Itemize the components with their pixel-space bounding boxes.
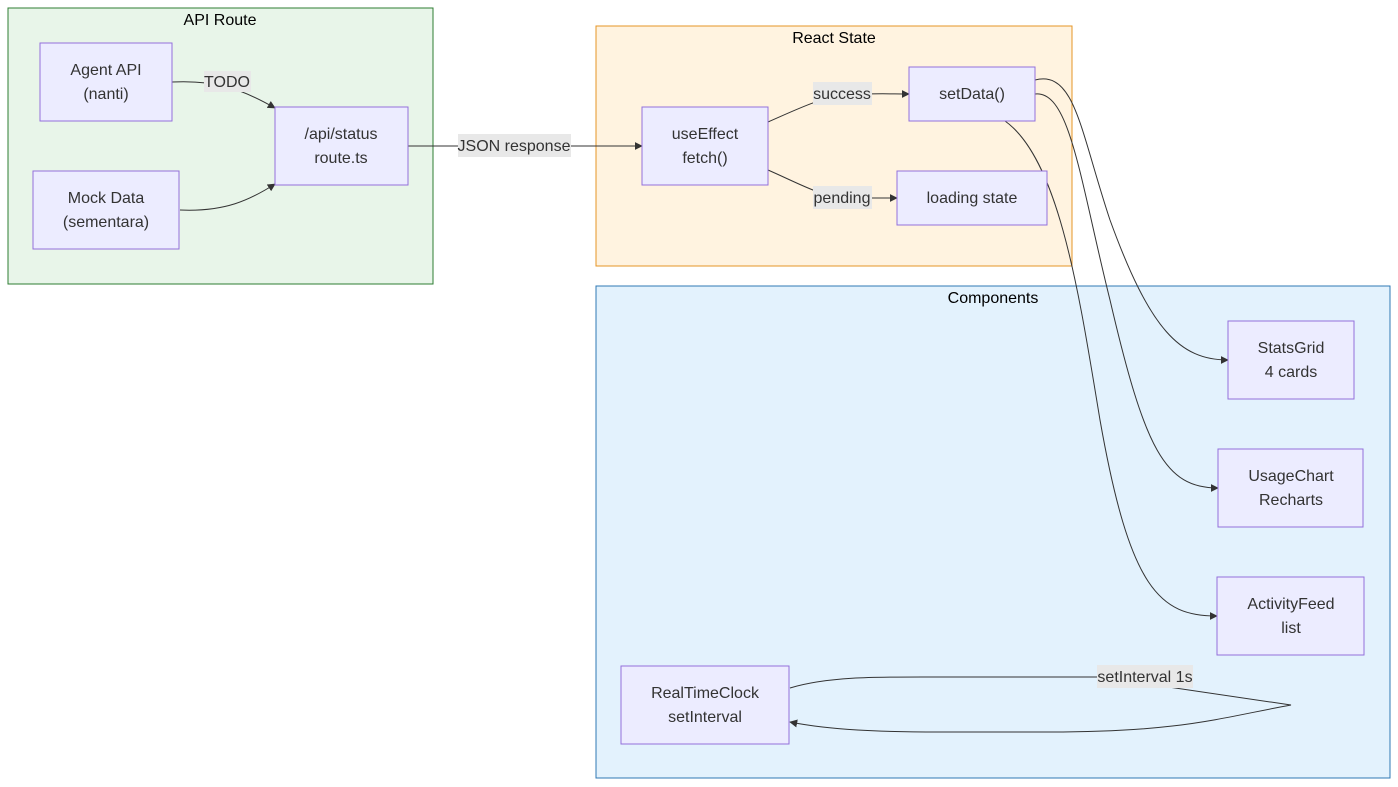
- svg-text:UsageChart: UsageChart: [1248, 468, 1334, 485]
- node-set-data[interactable]: setData(): [908, 66, 1036, 122]
- svg-text:success: success: [813, 86, 871, 103]
- svg-text:4 cards: 4 cards: [1265, 364, 1317, 381]
- svg-text:list: list: [1281, 620, 1301, 637]
- node-loading-state[interactable]: loading state: [896, 170, 1048, 226]
- svg-text:Recharts: Recharts: [1259, 492, 1323, 509]
- svg-text:TODO: TODO: [204, 74, 250, 91]
- svg-text:setInterval: setInterval: [668, 709, 742, 726]
- svg-text:setInterval 1s: setInterval 1s: [1097, 669, 1192, 686]
- svg-text:setData(): setData(): [939, 86, 1005, 103]
- node-realtime-clock[interactable]: RealTimeClock setInterval: [620, 665, 790, 745]
- node-stats-grid[interactable]: StatsGrid 4 cards: [1227, 320, 1355, 400]
- edge-setdata-to-usagechart: [1034, 93, 1219, 492]
- cluster-react-state-title: React State: [792, 30, 876, 47]
- edge-clock-self-loop: [789, 676, 1292, 733]
- svg-text:ActivityFeed: ActivityFeed: [1247, 596, 1334, 613]
- edge-label-set-interval: setInterval 1s: [1097, 665, 1193, 688]
- node-use-effect-fetch[interactable]: useEffect fetch(): [641, 106, 769, 186]
- edge-mock-data-to-route: [179, 183, 276, 211]
- svg-text:JSON response: JSON response: [458, 138, 571, 155]
- edge-label-pending: pending: [813, 186, 872, 209]
- svg-text:(sementara): (sementara): [63, 214, 149, 231]
- edge-label-json-response: JSON response: [458, 134, 571, 157]
- svg-text:Mock Data: Mock Data: [68, 190, 145, 207]
- svg-text:RealTimeClock: RealTimeClock: [651, 685, 760, 702]
- edge-setdata-to-statsgrid: [1034, 78, 1229, 364]
- svg-text:fetch(): fetch(): [682, 150, 727, 167]
- cluster-api-route-title: API Route: [184, 12, 257, 29]
- node-usage-chart[interactable]: UsageChart Recharts: [1217, 448, 1364, 528]
- node-api-status-route[interactable]: /api/status route.ts: [274, 106, 409, 186]
- svg-text:loading state: loading state: [927, 190, 1018, 207]
- cluster-components-title: Components: [948, 290, 1039, 307]
- svg-text:StatsGrid: StatsGrid: [1258, 340, 1325, 357]
- svg-text:route.ts: route.ts: [314, 150, 367, 167]
- node-mock-data[interactable]: Mock Data (sementara): [32, 170, 180, 250]
- svg-text:(nanti): (nanti): [83, 86, 128, 103]
- edge-label-todo: TODO: [204, 71, 251, 92]
- svg-text:pending: pending: [814, 190, 871, 207]
- node-activity-feed[interactable]: ActivityFeed list: [1216, 576, 1365, 656]
- svg-text:useEffect: useEffect: [672, 126, 739, 143]
- edge-label-success: success: [813, 82, 872, 105]
- svg-text:/api/status: /api/status: [305, 126, 378, 143]
- node-agent-api[interactable]: Agent API (nanti): [39, 42, 173, 122]
- svg-text:Agent API: Agent API: [70, 62, 141, 79]
